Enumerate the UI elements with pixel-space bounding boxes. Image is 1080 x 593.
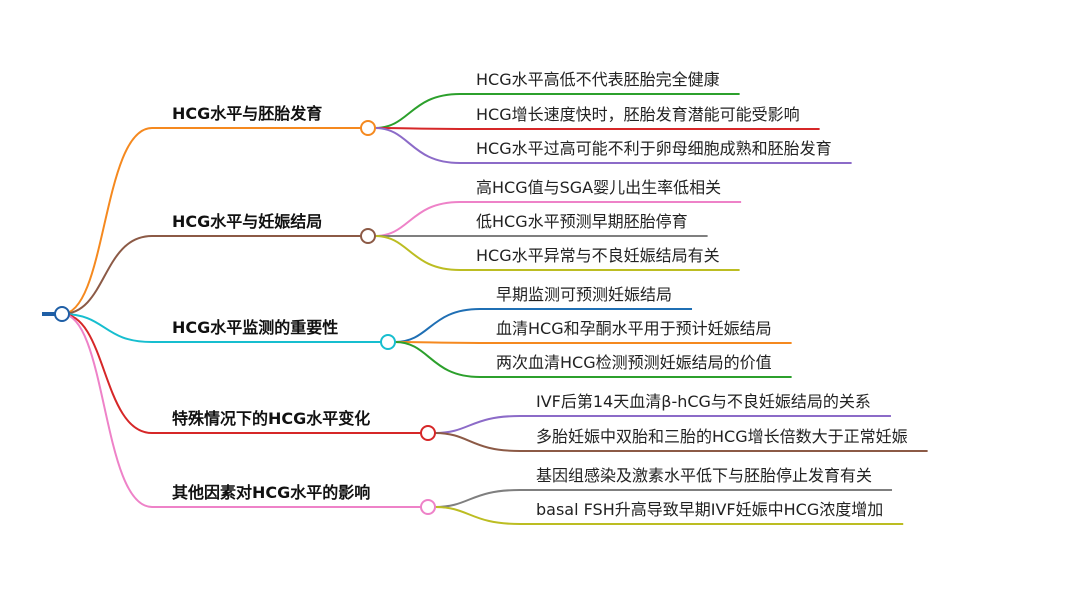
leaf-edge [374, 235, 461, 271]
leaf-label[interactable]: 早期监测可预测妊娠结局 [496, 285, 672, 304]
leaf-edge [434, 489, 521, 508]
branch-edge [61, 235, 362, 315]
leaf-label[interactable]: HCG水平过高可能不利于卵母细胞成熟和胚胎发育 [476, 139, 832, 158]
branch-edge [61, 313, 382, 343]
leaf-label[interactable]: 两次血清HCG检测预测妊娠结局的价值 [496, 353, 772, 372]
root-node-circle[interactable] [54, 306, 70, 322]
leaf-edge [394, 308, 481, 343]
branch-edge [61, 127, 362, 315]
branch-node-circle[interactable] [360, 228, 376, 244]
leaf-edge [374, 127, 461, 164]
leaf-edge [374, 93, 461, 129]
branch-edge [61, 313, 422, 434]
branch-label[interactable]: HCG水平监测的重要性 [172, 318, 338, 337]
leaf-label[interactable]: 低HCG水平预测早期胚胎停育 [476, 212, 688, 231]
leaf-label[interactable]: HCG水平异常与不良妊娠结局有关 [476, 246, 720, 265]
leaf-edge [434, 415, 521, 434]
leaf-edge [394, 341, 481, 378]
branch-node-circle[interactable] [360, 120, 376, 136]
leaf-edge [374, 201, 461, 237]
leaf-edge [434, 506, 521, 525]
branch-node-circle[interactable] [420, 499, 436, 515]
leaf-label[interactable]: 血清HCG和孕酮水平用于预计妊娠结局 [496, 319, 772, 338]
edge-layer [42, 93, 928, 525]
node-layer: HCG水平与胚胎发育 HCG水平高低不代表胚胎完全健康 HCG增长速度快时，胚胎发育… [54, 70, 908, 519]
leaf-label[interactable]: IVF后第14天血清β-hCG与不良妊娠结局的关系 [536, 392, 871, 411]
leaf-label[interactable]: HCG增长速度快时，胚胎发育潜能可能受影响 [476, 105, 800, 124]
branch-label[interactable]: 特殊情况下的HCG水平变化 [172, 409, 370, 428]
leaf-label[interactable]: HCG水平高低不代表胚胎完全健康 [476, 70, 720, 89]
branch-label[interactable]: 其他因素对HCG水平的影响 [172, 483, 370, 502]
leaf-label[interactable]: 多胎妊娠中双胎和三胎的HCG增长倍数大于正常妊娠 [536, 427, 908, 446]
leaf-label[interactable]: 基因组感染及激素水平低下与胚胎停止发育有关 [536, 466, 872, 485]
branch-node-circle[interactable] [380, 334, 396, 350]
leaf-edge [434, 432, 521, 452]
branch-label[interactable]: HCG水平与妊娠结局 [172, 212, 322, 231]
branch-node-circle[interactable] [420, 425, 436, 441]
branch-edge [61, 313, 422, 508]
leaf-label[interactable]: 高HCG值与SGA婴儿出生率低相关 [476, 178, 721, 197]
leaf-label[interactable]: basal FSH升高导致早期IVF妊娠中HCG浓度增加 [536, 500, 883, 519]
branch-label[interactable]: HCG水平与胚胎发育 [172, 104, 322, 123]
